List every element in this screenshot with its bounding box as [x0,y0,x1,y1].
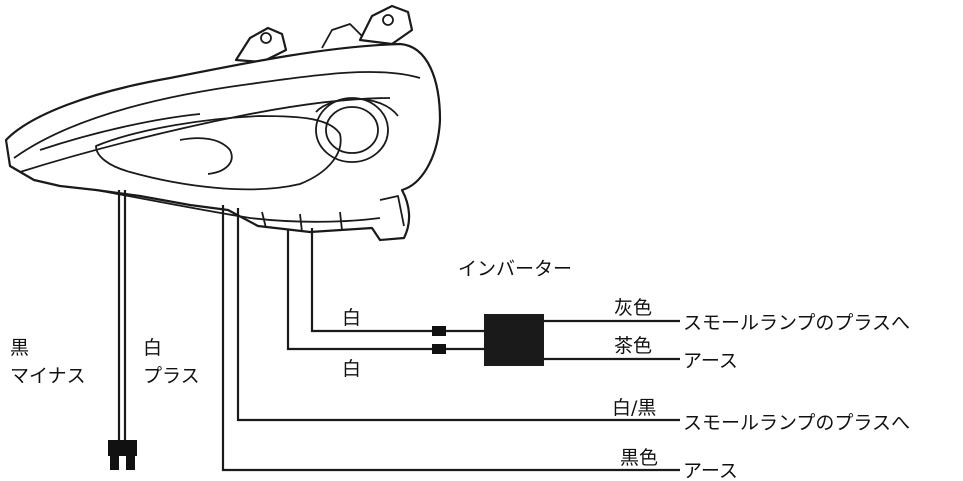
inline-connector-upper [432,326,446,336]
projector-lens-outer [315,97,389,163]
label-white-black: 白/黒 [612,397,656,419]
label-brown-destination: アース [683,350,738,372]
housing-drl-line [39,113,201,151]
label-plus: プラス [143,365,200,387]
rear-bracket [379,195,405,227]
connector-body [108,440,137,456]
connector-pin-left [110,456,119,470]
mounting-rib [321,23,363,49]
housing-top-trim [13,71,421,159]
label-gray-destination: スモールランプのプラスへ [683,312,910,334]
label-minus: マイナス [10,365,86,387]
label-input-lower: 白 [342,358,361,380]
lens-shroud [315,98,399,117]
direct-wires [221,205,680,472]
inline-connector-lower [432,344,446,354]
housing-ribs [261,211,343,233]
label-gray-color: 灰色 [614,297,652,319]
mounting-hole-right [382,14,394,26]
wire-inverter-input-lower [286,230,432,351]
headlamp-housing [4,42,442,242]
label-black-ground: 黒色 [620,447,658,469]
label-input-upper: 白 [342,307,361,329]
label-white-color: 白 [143,337,162,359]
wire-inverter-input-upper [310,228,432,333]
wire-black-ground [221,205,680,472]
inverter-label: インバーター [458,258,572,280]
left-harness [108,190,137,470]
projector-lens-inner [325,106,379,154]
inverter-box [484,314,544,366]
housing-bottom-edge [95,189,381,223]
label-black-ground-destination: アース [683,460,738,481]
mounting-hole-left [260,32,272,44]
label-black-color: 黒 [10,337,29,359]
reflector-inner [179,137,233,175]
label-brown-color: 茶色 [614,335,652,357]
wire-white-black [236,208,680,422]
label-white-black-destination: スモールランプのプラスへ [683,412,910,434]
connector-pin-right [126,456,135,470]
inverter-input-wires [286,228,484,354]
headlamp-illustration [4,4,442,242]
inverter-output-wires [544,319,680,361]
